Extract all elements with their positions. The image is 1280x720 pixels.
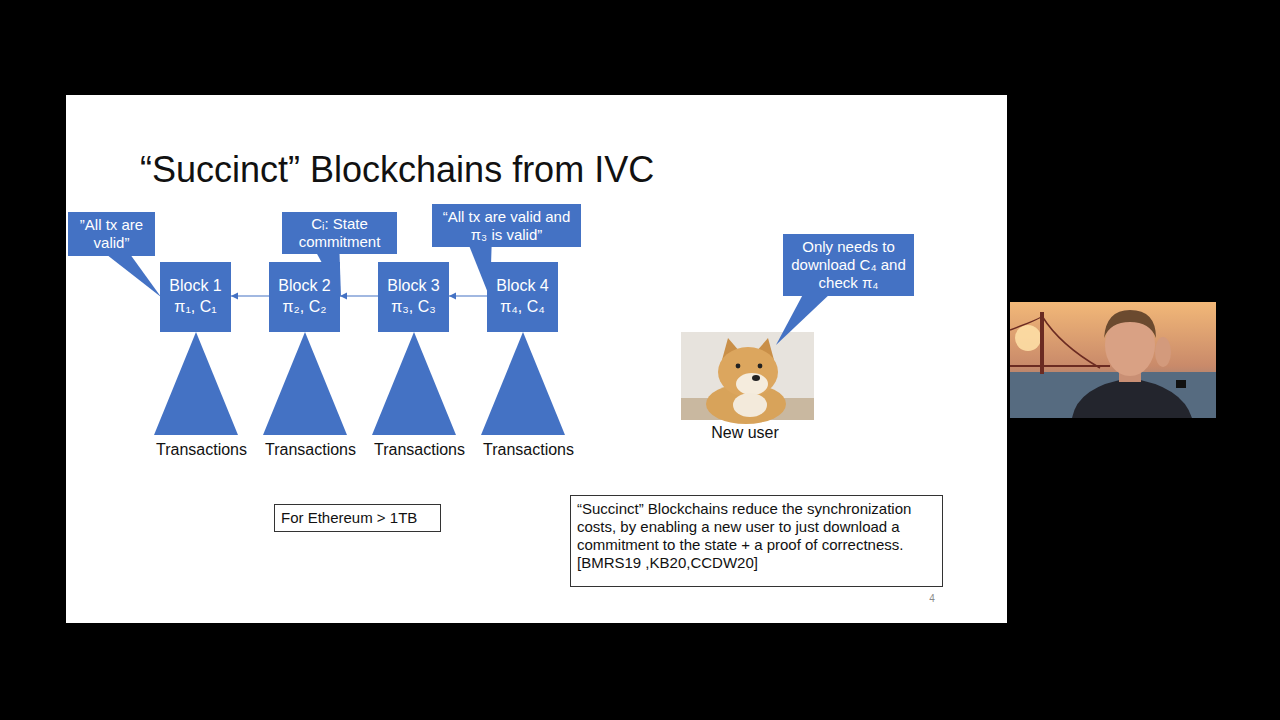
- node-text: π₄, C₄: [500, 297, 545, 318]
- block-box: Block 1π₁, C₁: [160, 262, 231, 332]
- slide: [66, 95, 1007, 623]
- node-text: Only needs to download C₄ and check π₄: [787, 238, 910, 292]
- speech-callout: ”All tx are valid”: [68, 212, 155, 256]
- slide-number: 4: [922, 593, 942, 604]
- triangle-outline: [372, 332, 456, 435]
- node-text: ”All tx are valid”: [72, 216, 151, 252]
- triangle-shape: [468, 332, 578, 435]
- webcam-feed: [1010, 302, 1216, 418]
- triangle-shape: [359, 332, 469, 435]
- note-box: For Ethereum > 1TB: [274, 504, 441, 532]
- image-caption: New user: [700, 424, 790, 442]
- block-box: Block 4π₄, C₄: [487, 262, 558, 332]
- block-box: Block 3π₃, C₃: [378, 262, 449, 332]
- node-text: Block 4: [496, 276, 548, 297]
- speech-callout: “All tx are valid and π₃ is valid”: [432, 204, 581, 247]
- node-text: π₃, C₃: [391, 297, 436, 318]
- transactions-triangle: Transactions: [250, 332, 372, 462]
- triangle-outline: [481, 332, 565, 435]
- arrow-connector: [449, 295, 487, 296]
- transactions-triangle: Transactions: [468, 332, 590, 462]
- node-text: “All tx are valid and π₃ is valid”: [436, 208, 577, 244]
- node-text: Transactions: [141, 440, 263, 459]
- triangle-shape: [141, 332, 251, 435]
- summary-box: “Succinct” Blockchains reduce the synchr…: [570, 495, 943, 587]
- block-box: Block 2π₂, C₂: [269, 262, 340, 332]
- doge-photo: [681, 332, 814, 424]
- slide-title: “Succinct” Blockchains from IVC: [140, 148, 654, 191]
- node-text: “Succinct” Blockchains reduce the synchr…: [577, 500, 936, 572]
- node-text: Block 1: [169, 276, 221, 297]
- node-text: Transactions: [468, 440, 590, 459]
- node-text: π₂, C₂: [283, 297, 327, 318]
- callout-tail: [776, 295, 829, 345]
- speech-callout: Only needs to download C₄ and check π₄: [783, 234, 914, 296]
- triangle-outline: [154, 332, 238, 435]
- triangle-shape: [250, 332, 360, 435]
- transactions-triangle: Transactions: [359, 332, 481, 462]
- triangle-outline: [263, 332, 347, 435]
- node-text: Cᵢ: State commitment: [286, 215, 393, 251]
- arrow-connector: [340, 295, 378, 296]
- arrow-connector: [231, 295, 269, 296]
- node-text: Transactions: [359, 440, 481, 459]
- node-text: For Ethereum > 1TB: [281, 509, 434, 527]
- node-text: Transactions: [250, 440, 372, 459]
- node-text: π₁, C₁: [174, 297, 216, 318]
- transactions-triangle: Transactions: [141, 332, 263, 462]
- node-text: Block 3: [387, 276, 439, 297]
- node-text: Block 2: [278, 276, 330, 297]
- speech-callout: Cᵢ: State commitment: [282, 212, 397, 254]
- callout-tail: [107, 255, 161, 297]
